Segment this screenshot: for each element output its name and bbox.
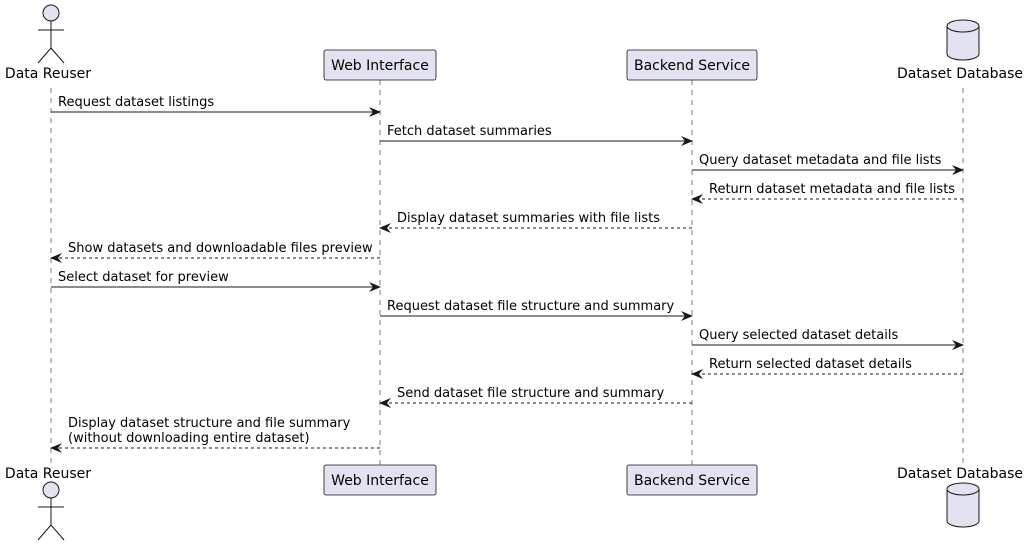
participant-label-data-reuser: Data Reuser: [5, 66, 91, 82]
message-label: Query selected dataset details: [699, 328, 898, 343]
database-dataset-database-top: Dataset Database: [897, 19, 1023, 82]
message: Display dataset structure and file summa…: [50, 416, 380, 453]
participant-backend-service-bottom: Backend Service: [626, 464, 758, 496]
participant-label-data-reuser: Data Reuser: [5, 466, 91, 482]
message-label: Display dataset structure and file summa…: [68, 416, 351, 431]
participant-web-interface-top: Web Interface: [323, 49, 437, 81]
database-dataset-database-bottom: Dataset Database: [897, 466, 1023, 528]
message-label: Query dataset metadata and file lists: [699, 153, 942, 168]
database-icon: [946, 19, 980, 61]
message: Return selected dataset details: [691, 357, 963, 379]
participant-label-web-interface: Web Interface: [331, 473, 429, 489]
message: Query selected dataset details: [692, 328, 964, 350]
participant-label-web-interface: Web Interface: [331, 58, 429, 74]
message-label: Fetch dataset summaries: [387, 124, 552, 139]
participant-label-backend-service: Backend Service: [634, 473, 750, 489]
message: Select dataset for preview: [51, 270, 381, 292]
message: Request dataset file structure and summa…: [380, 299, 693, 321]
message-label: Request dataset listings: [58, 95, 214, 110]
participant-label-dataset-database: Dataset Database: [897, 66, 1023, 82]
message-label: (without downloading entire dataset): [68, 431, 310, 446]
message-label: Return dataset metadata and file lists: [709, 182, 955, 197]
participant-label-dataset-database: Dataset Database: [897, 466, 1023, 482]
message: Query dataset metadata and file lists: [692, 153, 964, 175]
actor-icon: [37, 4, 65, 64]
message-label: Display dataset summaries with file list…: [397, 211, 660, 226]
actor-data-reuser-top: Data Reuser: [5, 4, 91, 82]
actor-data-reuser-bottom: Data Reuser: [5, 466, 91, 541]
participant-backend-service-top: Backend Service: [626, 49, 758, 81]
database-icon: [946, 482, 980, 528]
message-label: Return selected dataset details: [709, 357, 912, 372]
message-label: Show datasets and downloadable files pre…: [68, 241, 373, 256]
message: Request dataset listings: [51, 95, 381, 117]
actor-icon: [37, 481, 65, 541]
message: Return dataset metadata and file lists: [691, 182, 963, 204]
participant-label-backend-service: Backend Service: [634, 58, 750, 74]
message: Display dataset summaries with file list…: [379, 211, 692, 233]
message-label: Request dataset file structure and summa…: [387, 299, 675, 314]
participant-web-interface-bottom: Web Interface: [323, 464, 437, 496]
message-label: Select dataset for preview: [58, 270, 229, 285]
message: Send dataset file structure and summary: [379, 386, 692, 408]
message: Show datasets and downloadable files pre…: [50, 241, 380, 263]
message-label: Send dataset file structure and summary: [397, 386, 664, 401]
message: Fetch dataset summaries: [380, 124, 693, 146]
